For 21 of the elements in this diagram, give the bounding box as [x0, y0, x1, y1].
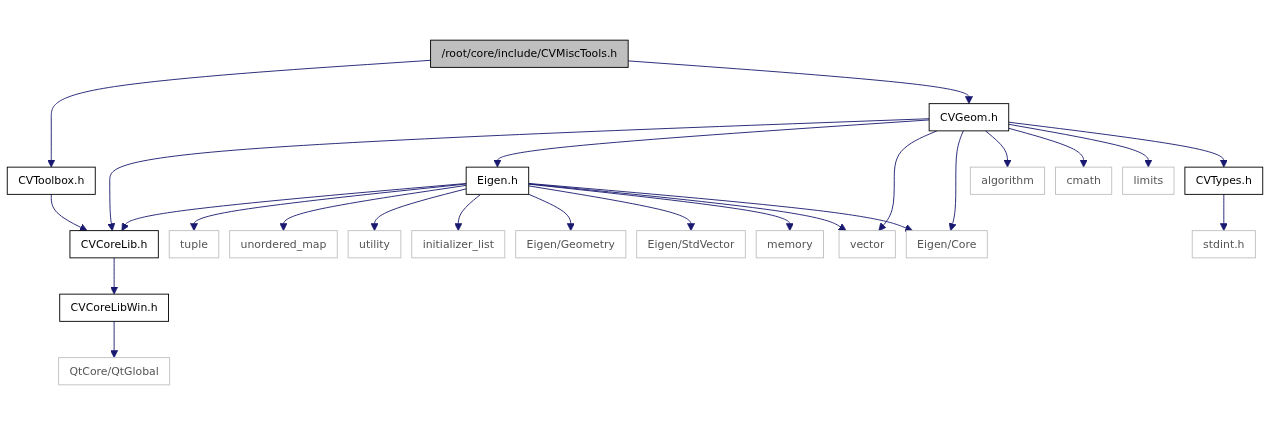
- node-box: utility: [347, 230, 402, 259]
- node-box: vector: [838, 230, 896, 259]
- node-box: /root/core/include/CVMiscTools.h: [430, 39, 629, 68]
- node-box: CVTypes.h: [1184, 166, 1264, 195]
- node-box: algorithm: [969, 166, 1046, 195]
- node-box: CVCoreLib.h: [69, 230, 159, 259]
- node-box: Eigen/Core: [905, 230, 988, 259]
- node-box: QtCore/QtGlobal: [58, 357, 171, 386]
- node-box: Eigen/StdVector: [636, 230, 746, 259]
- node-box: unordered_map: [229, 230, 338, 259]
- node-box: stdint.h: [1191, 230, 1256, 259]
- node-box: initializer_list: [411, 230, 506, 259]
- node-box: limits: [1122, 166, 1175, 195]
- node-box: tuple: [168, 230, 220, 259]
- node-box: CVCoreLibWin.h: [59, 293, 169, 322]
- node-box: CVToolbox.h: [6, 166, 96, 195]
- node-box: cmath: [1055, 166, 1113, 195]
- node-box: Eigen.h: [465, 166, 530, 195]
- node-box: Eigen/Geometry: [515, 230, 627, 259]
- node-box: memory: [755, 230, 824, 259]
- node-box: CVGeom.h: [928, 103, 1010, 132]
